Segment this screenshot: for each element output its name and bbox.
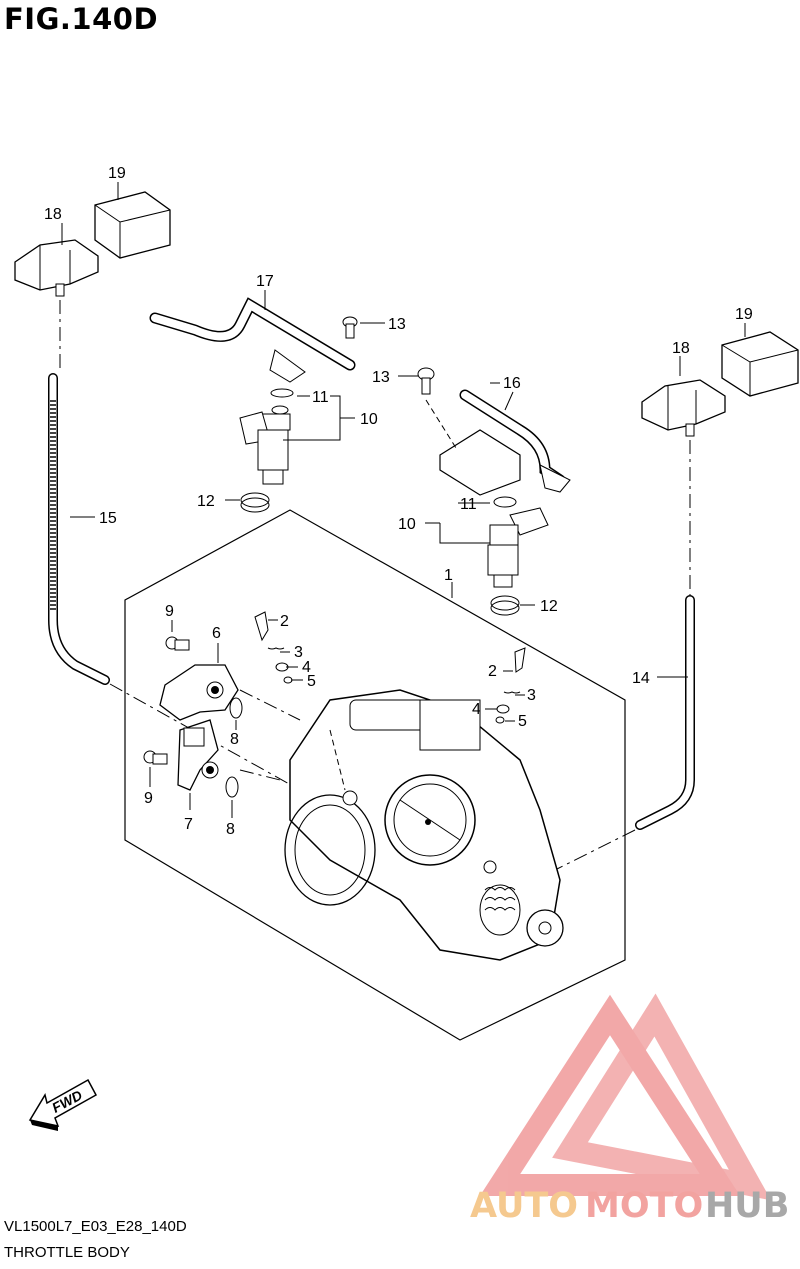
screw-13-upper [342,316,358,339]
section-name: THROTTLE BODY [4,1244,130,1261]
fuel-hose-14 [554,440,695,871]
connector-18-right [641,379,726,437]
callout-7: 7 [184,816,193,833]
callout-6: 6 [212,625,221,642]
screw-13-lower [417,367,457,449]
callout-11-right: 11 [460,496,477,513]
callout-2-left: 2 [280,613,289,630]
callout-3-left: 3 [294,644,303,661]
idle-screw-left [254,611,293,684]
callout-8-lower: 8 [226,821,235,838]
throttle-body-1 [284,689,564,961]
callout-18-left: 18 [44,206,62,223]
watermark-text: AUTO MOTO HUB [470,1186,789,1226]
callout-19-right: 19 [735,306,753,323]
callout-5-right: 5 [518,713,527,730]
callout-1: 1 [444,567,453,584]
connector-18-left [14,239,99,297]
idle-screw-right [495,647,526,724]
fuel-pipe-17 [149,297,356,383]
screw-9-lower [143,750,168,765]
injector-right [487,496,549,616]
callout-13-lower: 13 [372,369,390,386]
injector-left [239,388,294,513]
callout-3-right: 3 [527,687,536,704]
model-code: VL1500L7_E03_E28_140D [4,1218,187,1235]
callout-5-left: 5 [307,673,316,690]
callout-12-right: 12 [540,598,558,615]
callout-labels: 1 2 2 3 3 4 4 5 5 6 7 8 8 9 9 10 10 11 1… [44,165,753,838]
callout-2-right: 2 [488,663,497,680]
watermark-part-moto: MOTO [585,1186,703,1226]
cover-19-left [94,191,171,259]
watermark-part-auto: AUTO [470,1186,578,1226]
assembly-boundary [124,509,626,1041]
sensor-7 [177,719,239,798]
callout-10-right: 10 [398,516,416,533]
callout-13-upper: 13 [388,316,406,333]
callout-14: 14 [632,670,650,687]
callout-10-left: 10 [360,411,378,428]
throttle-sensor-6 [159,664,243,721]
watermark-part-hub: HUB [705,1186,789,1226]
callout-19-left: 19 [108,165,126,182]
callout-17: 17 [256,273,274,290]
screw-9-upper [165,636,190,651]
fuel-pipe-16 [439,389,571,496]
callout-4-right: 4 [472,701,481,718]
callout-15: 15 [99,510,117,527]
callout-9-upper: 9 [165,603,174,620]
cover-19-right [721,331,799,397]
figure-title: FIG.140D [4,2,159,36]
callout-11-left: 11 [312,389,329,406]
leader-lines [61,182,746,818]
callout-8-upper: 8 [230,731,239,748]
callout-18-right: 18 [672,340,690,357]
callout-9-lower: 9 [144,790,153,807]
callout-16: 16 [503,375,521,392]
watermark-logo [479,993,772,1201]
fwd-arrow: FWD [28,1078,98,1131]
callout-12-left: 12 [197,493,215,510]
callout-4-left: 4 [302,659,311,676]
